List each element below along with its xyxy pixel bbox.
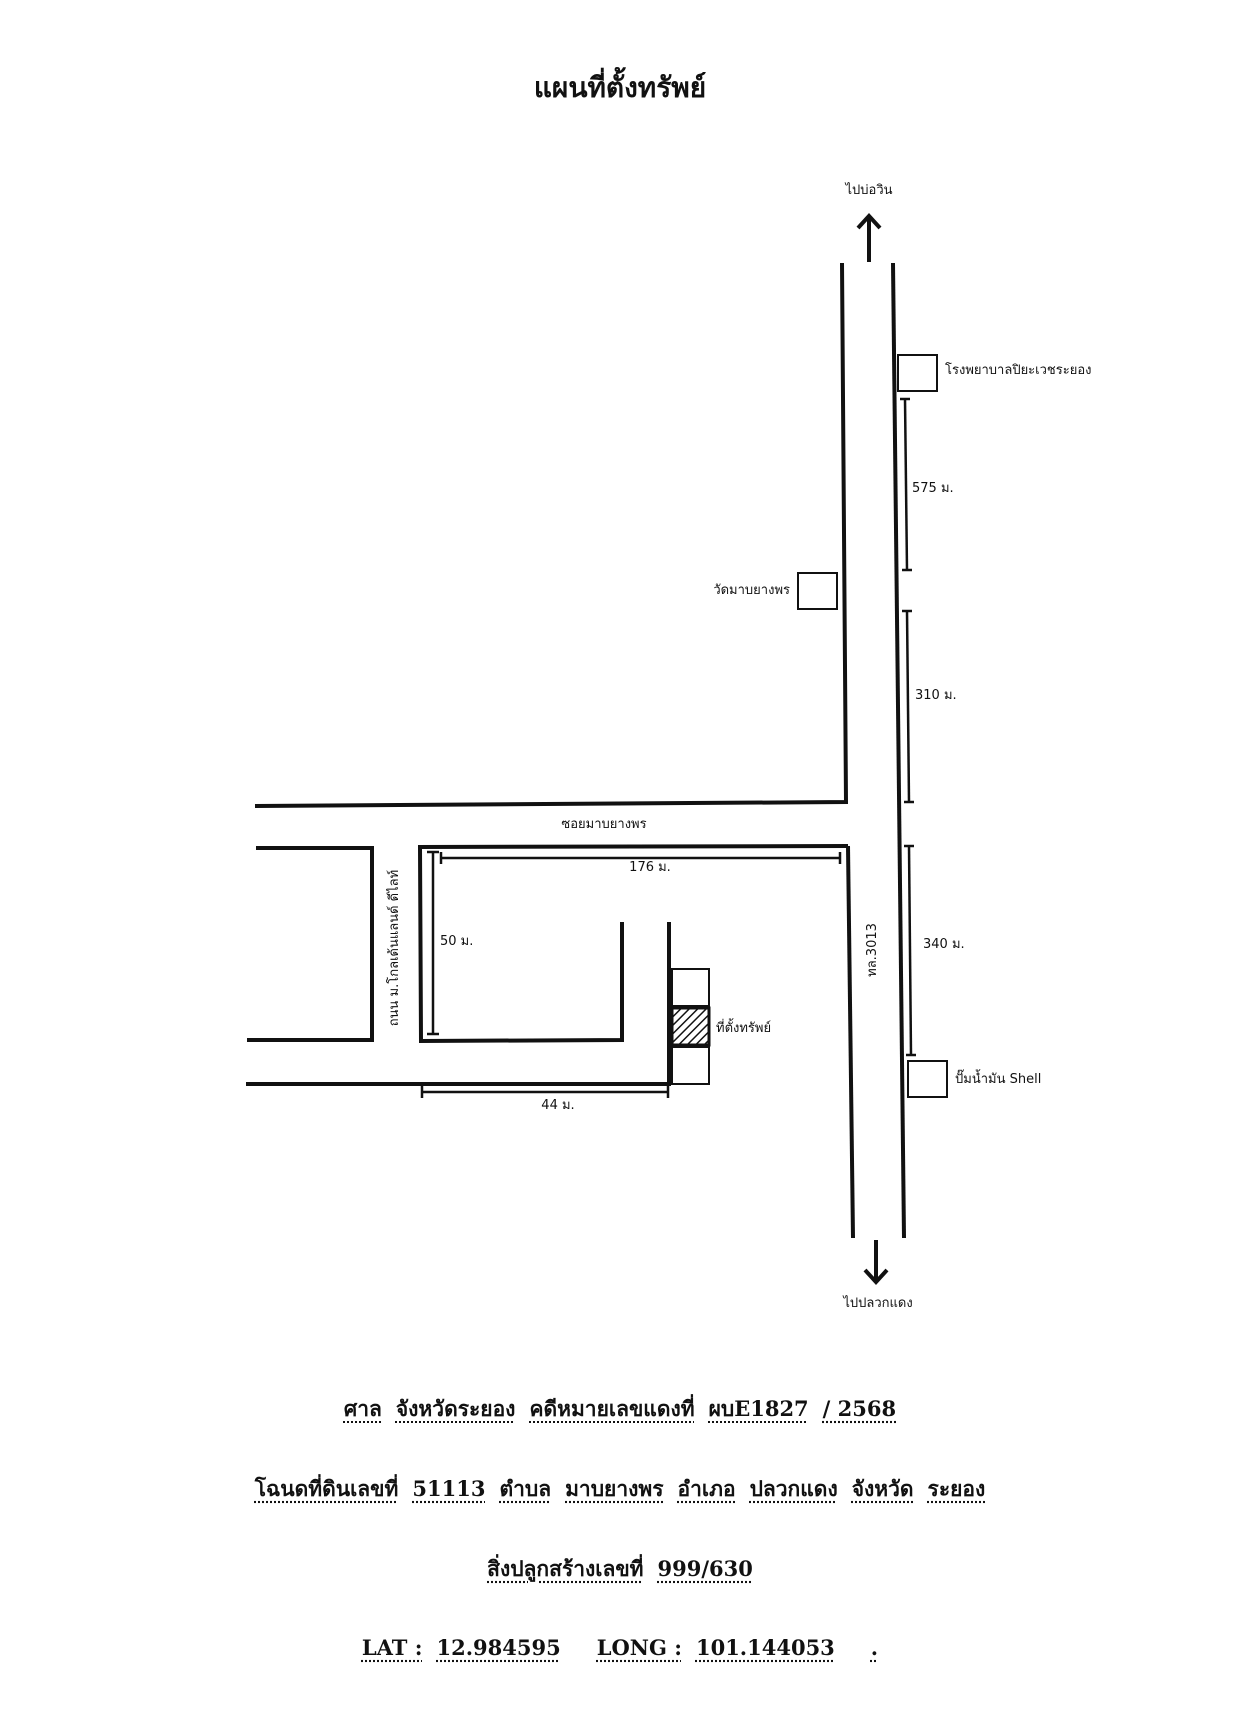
- side-road-label: ซอยมาบยางพร: [561, 817, 646, 832]
- court-province: จังหวัดระยอง: [395, 1396, 516, 1421]
- court-label: ศาล: [343, 1396, 382, 1421]
- distance-marker-44: [420, 1086, 670, 1098]
- case-number: ผบE1827: [708, 1396, 809, 1421]
- province-label: จังหวัด: [851, 1476, 914, 1501]
- distance-marker-575: [900, 397, 912, 572]
- distance-marker-50: [427, 850, 439, 1036]
- case-year: / 2568: [822, 1396, 897, 1421]
- building-line: สิ่งปลูกสร้างเลขที่ 999/630: [0, 1553, 1240, 1586]
- temple-label: วัดมาบยางพร: [713, 583, 790, 598]
- long-label: LONG :: [596, 1635, 682, 1660]
- property-lane: [246, 922, 671, 1086]
- long-value: 101.144053: [695, 1635, 835, 1660]
- distance-label-340: 340 ม.: [923, 937, 965, 952]
- north-destination-label: ไปบ่อวิน: [844, 182, 892, 198]
- village-road-label: ถนน ม.โกลเด้นแลนด์ ดีไลท์: [386, 870, 402, 1026]
- left-block: [247, 846, 374, 1042]
- building-number: 999/630: [657, 1556, 753, 1581]
- hospital-icon: [897, 354, 938, 392]
- province-value: ระยอง: [927, 1476, 986, 1501]
- north-arrow-icon: [856, 213, 882, 262]
- deed-label: โฉนดที่ดินเลขที่: [254, 1476, 399, 1501]
- soi-road: [417, 844, 849, 1044]
- south-destination-label: ไปปลวกแดง: [842, 1295, 912, 1311]
- main-road: [254, 262, 906, 1239]
- distance-label-310: 310 ม.: [915, 688, 957, 703]
- distance-label-176: 176 ม.: [629, 860, 671, 875]
- gas-station-label: ปั๊มน้ำมัน Shell: [955, 1069, 1041, 1087]
- subdistrict-label: ตำบล: [499, 1476, 552, 1501]
- district-value: ปลวกแดง: [749, 1476, 838, 1501]
- hospital-label: โรงพยาบาลปิยะเวชระยอง: [945, 362, 1091, 378]
- subdistrict-value: มาบยางพร: [565, 1476, 664, 1501]
- distance-label-44: 44 ม.: [541, 1098, 574, 1113]
- distance-marker-176: [439, 852, 842, 864]
- lat-value: 12.984595: [436, 1635, 561, 1660]
- distance-label-575: 575 ม.: [912, 481, 954, 496]
- temple-icon: [797, 572, 838, 610]
- district-label: อำเภอ: [677, 1476, 736, 1501]
- deed-number: 51113: [412, 1476, 486, 1501]
- south-arrow-icon: [863, 1240, 889, 1285]
- distance-marker-310: [902, 609, 914, 804]
- property-block: [670, 968, 711, 1085]
- court-line: ศาล จังหวัดระยอง คดีหมายเลขแดงที่ ผบE1827 / …: [0, 1393, 1240, 1426]
- distance-label-50: 50 ม.: [440, 934, 473, 949]
- property-marker: [670, 1006, 711, 1047]
- page-title: แผนที่ตั้งทรัพย์: [533, 71, 707, 104]
- building-label: สิ่งปลูกสร้างเลขที่: [487, 1556, 644, 1581]
- main-road-label: ทล.3013: [865, 923, 880, 977]
- deed-line: โฉนดที่ดินเลขที่ 51113 ตำบล มาบยางพร อำเภอ ปล…: [0, 1473, 1240, 1506]
- case-label: คดีหมายเลขแดงที่: [529, 1396, 695, 1421]
- distance-marker-340: [904, 844, 916, 1057]
- gas-station-icon: [907, 1060, 948, 1098]
- lat-label: LAT :: [361, 1635, 423, 1660]
- property-label: ที่ตั้งทรัพย์: [716, 1018, 771, 1036]
